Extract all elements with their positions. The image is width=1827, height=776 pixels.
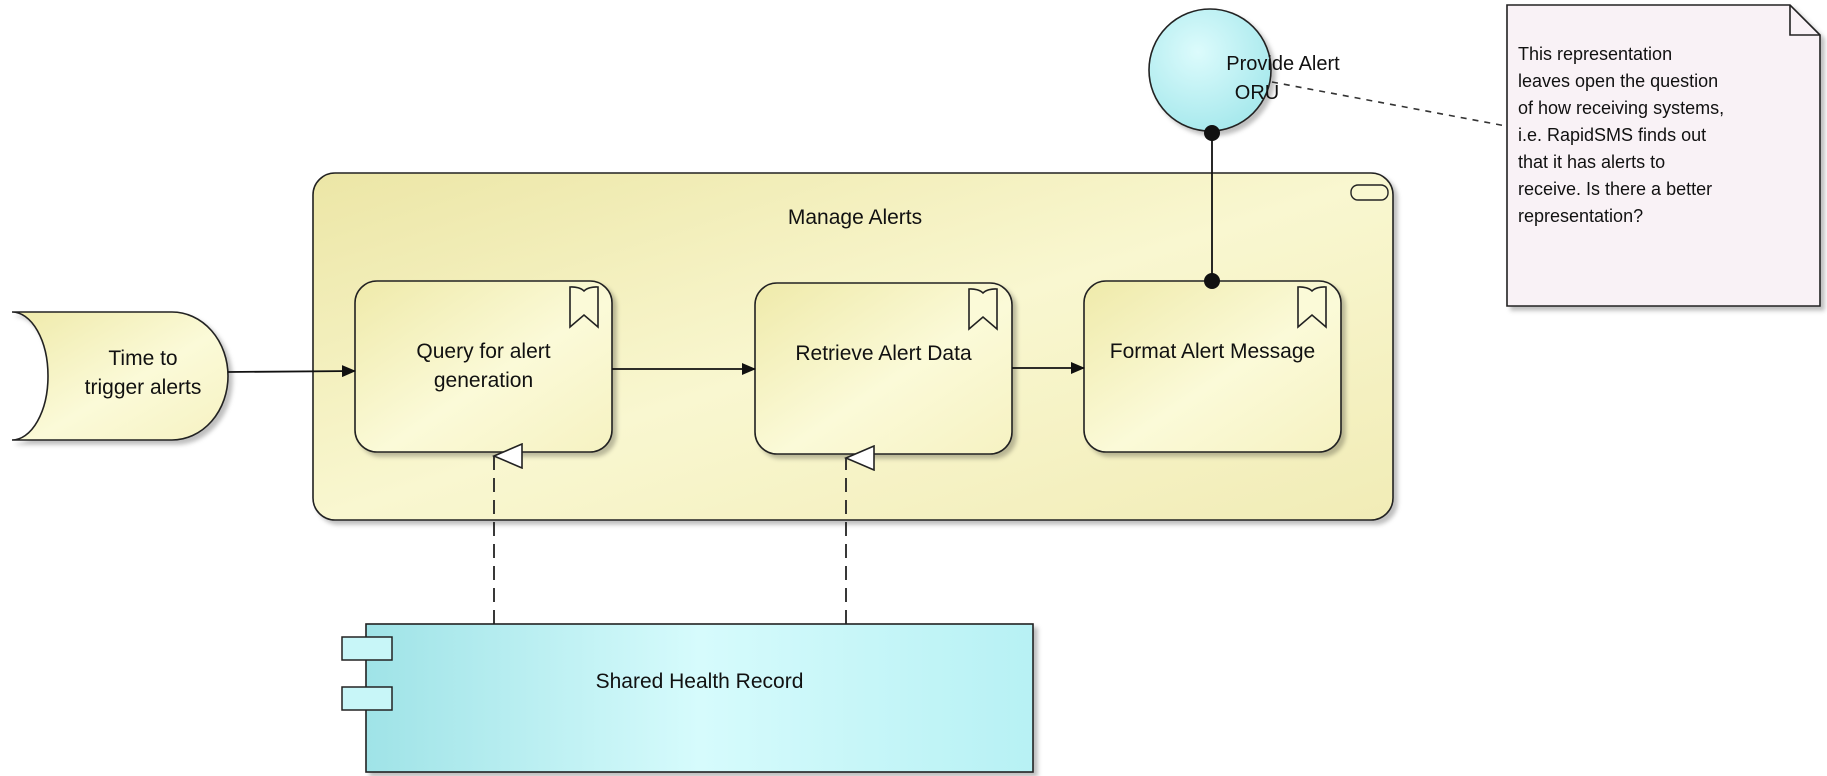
interface-label-line1: Provide Alert [1226, 53, 1340, 75]
bookmark-icon [1297, 286, 1327, 329]
trigger-arrow-event-to-query[interactable] [227, 365, 356, 378]
process-format-label: Format Alert Message [1109, 340, 1316, 363]
assignment-end-dot [1204, 273, 1220, 289]
note-line: that it has alerts to [1518, 152, 1666, 172]
application-component-box[interactable] [365, 623, 1034, 773]
component-tab [341, 686, 393, 711]
process-query-line2: generation [433, 369, 534, 392]
note-box[interactable] [1506, 4, 1821, 307]
process-retrieve-label: Retrieve Alert Data [795, 342, 972, 365]
bookmark-icon [569, 286, 599, 329]
note-line: This representation [1518, 44, 1673, 64]
note-line: receive. Is there a better [1518, 179, 1713, 199]
event-label-line2: trigger alerts [84, 376, 202, 399]
event-label: Time to trigger alerts [48, 344, 238, 402]
process-query-label: Query for alert generation [360, 337, 607, 395]
note-line: i.e. RapidSMS finds out [1518, 125, 1707, 145]
process-query-line1: Query for alert [416, 340, 551, 363]
interface-label: Provide Alert ORU [1180, 50, 1386, 108]
component-tab [341, 636, 393, 661]
note-link[interactable] [1271, 81, 1507, 127]
function-icon [1350, 184, 1389, 201]
note-line: representation? [1518, 206, 1644, 226]
interface-label-line2: ORU [1234, 82, 1280, 104]
note-line: of how receiving systems, [1518, 98, 1725, 118]
event-label-line1: Time to [108, 347, 178, 370]
component-label: Shared Health Record [595, 670, 804, 693]
note-text: This representation leaves open the ques… [1518, 41, 1808, 230]
business-event-shape[interactable] [11, 311, 229, 441]
assignment-end-dot [1204, 125, 1220, 141]
note-fold [1789, 5, 1820, 36]
bookmark-icon [968, 288, 998, 331]
note-line: leaves open the question [1518, 71, 1719, 91]
group-label-manage-alerts: Manage Alerts [787, 206, 923, 229]
